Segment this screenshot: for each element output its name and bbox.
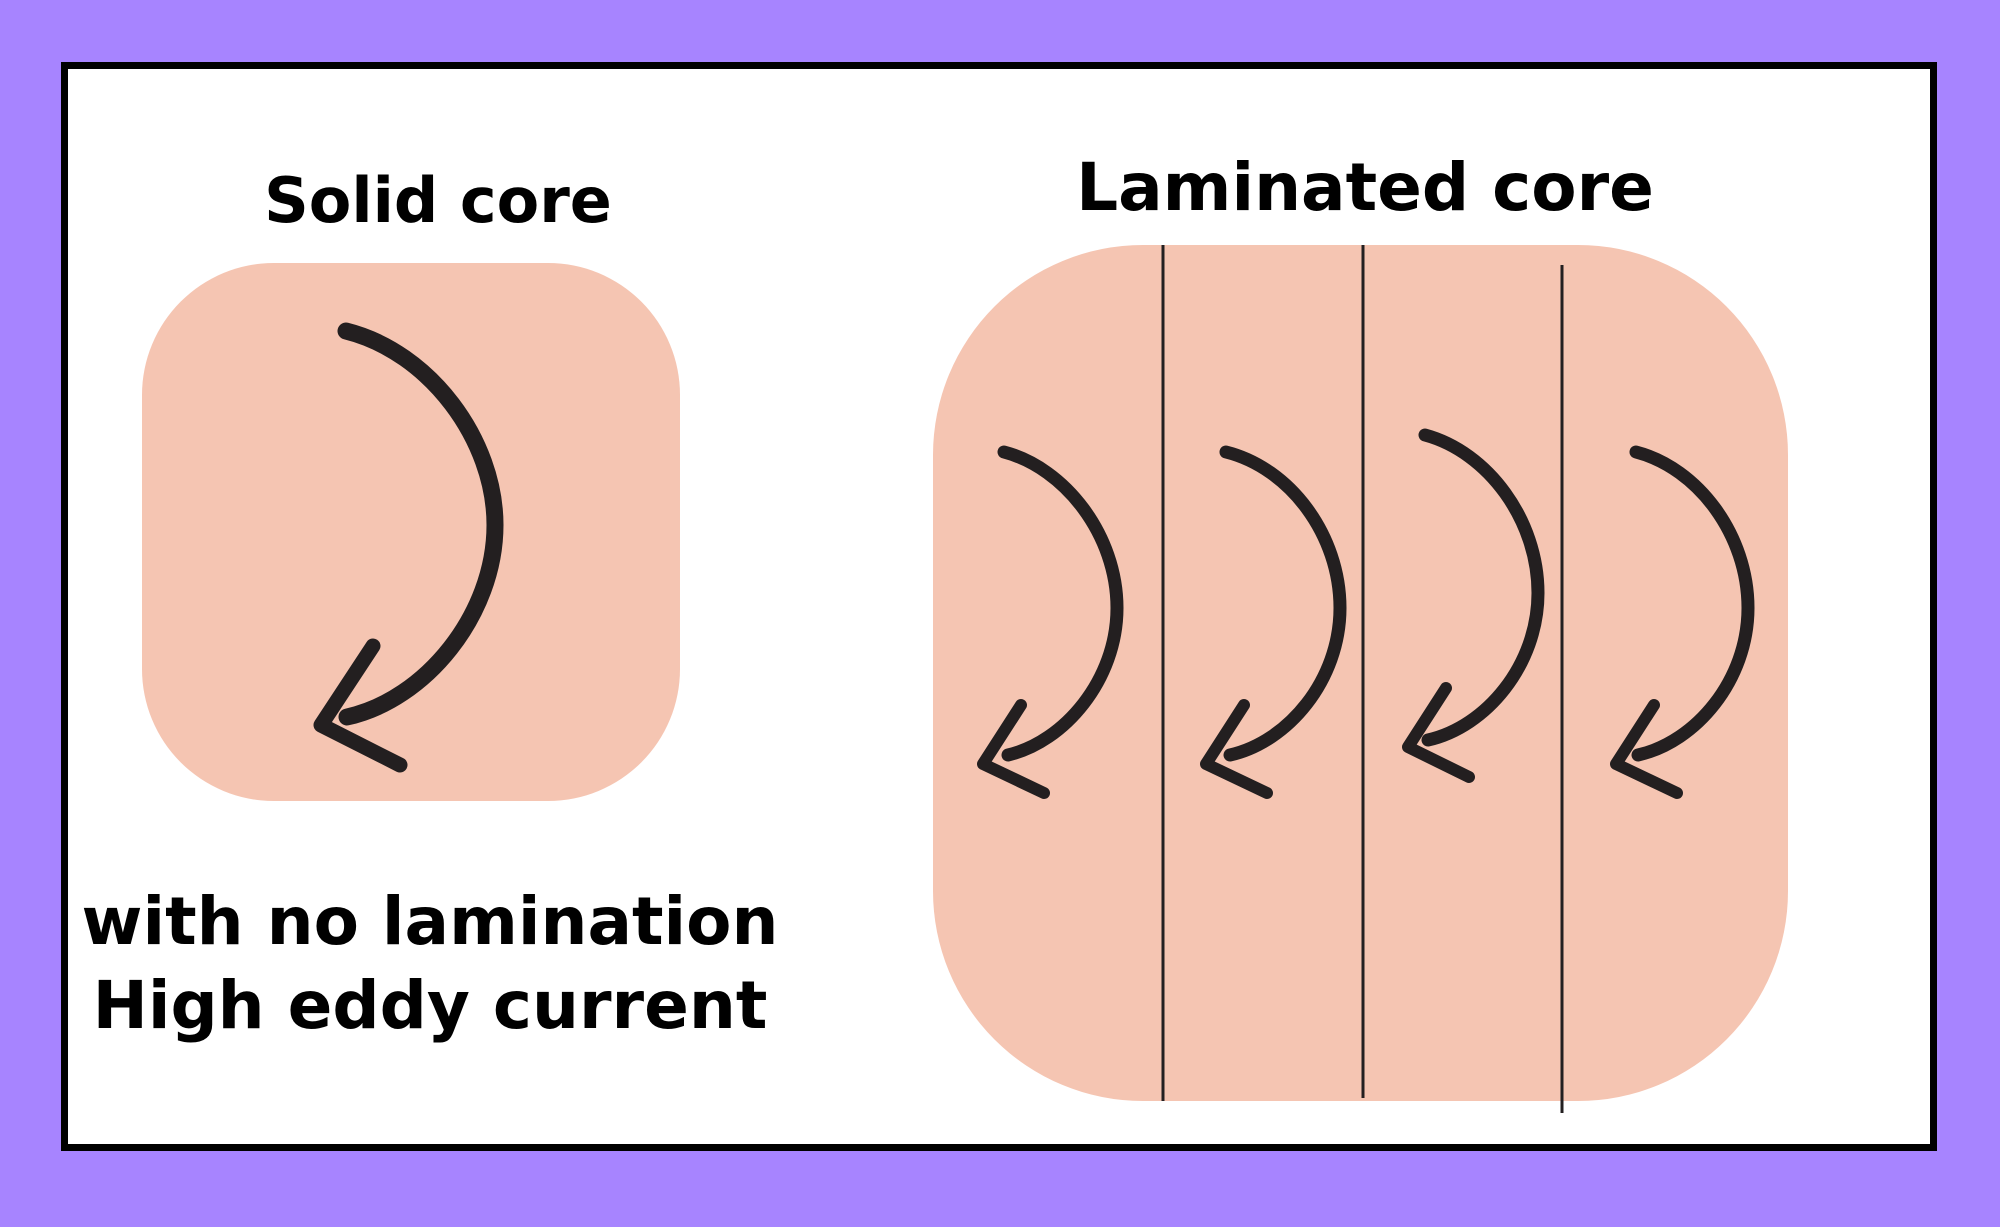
caption-line-1: with no lamination	[81, 883, 779, 960]
curved-arrow-icon	[313, 322, 504, 773]
curved-arrow-icon	[1402, 428, 1545, 783]
solid-core-caption: with no lamination High eddy current	[60, 880, 800, 1048]
solid-core-shape	[142, 263, 680, 801]
curved-arrow-icon	[1200, 445, 1347, 799]
curved-arrow-icon	[1610, 445, 1755, 799]
caption-line-2: High eddy current	[92, 967, 768, 1044]
laminated-core-shape	[933, 245, 1788, 1101]
laminated-core-title: Laminated core	[1076, 149, 1654, 226]
curved-arrow-icon	[977, 445, 1124, 799]
solid-core-title: Solid core	[264, 164, 612, 237]
